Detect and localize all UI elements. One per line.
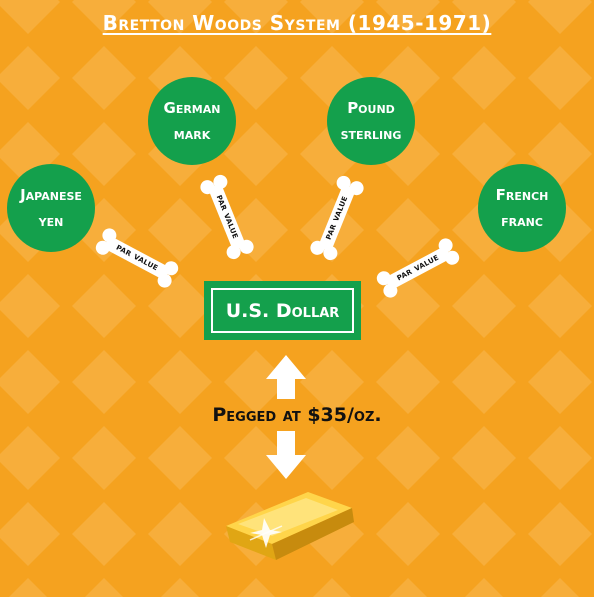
gold-bar-icon xyxy=(226,492,354,560)
par-value-bone-yen: par value xyxy=(92,225,181,290)
currency-name: Pound xyxy=(347,99,395,117)
currency-name: German xyxy=(163,99,221,117)
page-title: Bretton Woods System (1945-1971) xyxy=(102,11,492,35)
us-dollar-box: U.S. Dollar xyxy=(204,281,361,340)
bone-icon xyxy=(95,228,179,288)
par-value-bone-german: par value xyxy=(198,172,256,262)
up-arrow-icon xyxy=(266,355,306,399)
currency-unit: mark xyxy=(173,125,211,143)
down-arrow-icon xyxy=(266,431,306,479)
par-value-bone-franc: par value xyxy=(373,235,462,300)
currency-unit: sterling xyxy=(340,125,402,143)
currency-name: Japanese xyxy=(20,186,82,204)
currency-unit: yen xyxy=(38,212,64,230)
us-dollar-label: U.S. Dollar xyxy=(211,288,354,333)
currency-name: French xyxy=(495,186,549,204)
bone-icon xyxy=(200,174,254,260)
currency-french-franc: French franc xyxy=(478,164,566,252)
peg-label: Pegged at $35/oz. xyxy=(212,404,382,426)
double-arrow xyxy=(266,355,306,479)
bone-icon xyxy=(376,238,460,298)
currency-pound-sterling: Pound sterling xyxy=(327,77,415,165)
bone-icon xyxy=(310,175,364,261)
currency-german-mark: German mark xyxy=(148,77,236,165)
par-value-bone-pound: par value xyxy=(308,173,366,263)
currency-japanese-yen: Japanese yen xyxy=(7,164,95,252)
currency-unit: franc xyxy=(501,212,543,230)
